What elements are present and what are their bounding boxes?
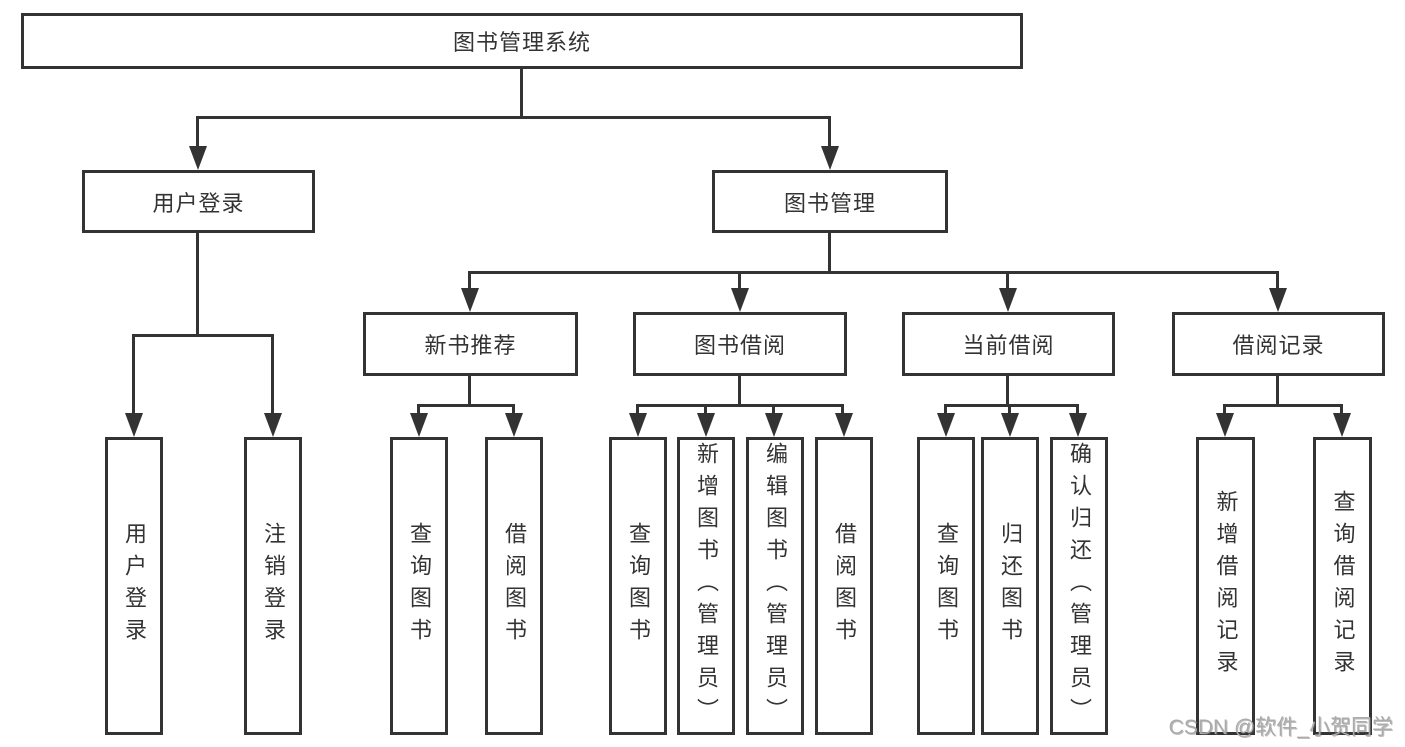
leaf-borrow-edit-books-admin: 编辑图书（管理员） [746, 437, 804, 735]
connector-line [944, 404, 1079, 407]
node-book-borrow: 图书借阅 [633, 312, 847, 376]
leaf-borrow-borrow-books: 借阅图书 [815, 437, 873, 735]
leaf-borrow-add-books-admin: 新增图书（管理员） [677, 437, 735, 735]
node-label: 用户登录 [152, 190, 245, 216]
node-label: 借阅记录 [1232, 333, 1325, 358]
arrow-down-icon [999, 288, 1017, 312]
connector-line [132, 334, 274, 337]
arrow-down-icon [1269, 288, 1287, 312]
arrow-down-icon [505, 413, 523, 437]
leaf-label: 新增图书（管理员） [694, 442, 719, 730]
arrow-down-icon [731, 288, 749, 312]
node-label: 图书借阅 [693, 333, 786, 358]
connector-line [468, 271, 471, 291]
arrow-down-icon [461, 288, 479, 312]
connector-line [196, 116, 831, 119]
leaf-current-query-books: 查询图书 [917, 437, 975, 735]
arrow-down-icon [1069, 413, 1087, 437]
leaf-record-query: 查询借阅记录 [1313, 437, 1372, 735]
arrow-down-icon [1001, 413, 1019, 437]
arrow-down-icon [835, 413, 853, 437]
connector-line [772, 404, 775, 418]
connector-line [417, 404, 420, 418]
node-borrow-record: 借阅记录 [1172, 312, 1385, 376]
leaf-label: 借阅图书 [502, 522, 527, 650]
arrow-down-icon [1216, 413, 1234, 437]
arrow-down-icon [629, 413, 647, 437]
connector-line [520, 69, 523, 116]
connector-line [1223, 404, 1343, 407]
node-label: 图书管理 [783, 190, 876, 216]
leaf-label: 查询图书 [934, 522, 959, 650]
leaf-label: 确认归还（管理员） [1067, 442, 1092, 730]
arrow-down-icon [189, 146, 207, 170]
connector-line [704, 404, 707, 418]
arrow-down-icon [125, 413, 143, 437]
leaf-label: 查询借阅记录 [1330, 490, 1356, 682]
connector-line [271, 334, 274, 416]
node-label: 当前借阅 [962, 333, 1055, 358]
connector-line [1276, 376, 1279, 406]
connector-line [468, 376, 471, 406]
leaf-user-login: 用户登录 [105, 437, 163, 735]
node-label: 新书推荐 [424, 333, 517, 358]
connector-line [1076, 404, 1079, 418]
connector-line [196, 116, 199, 150]
arrow-down-icon [821, 146, 839, 170]
node-label: 图书管理系统 [452, 30, 591, 55]
connector-line [468, 271, 1279, 274]
connector-line [828, 116, 831, 150]
connector-line [1340, 404, 1343, 418]
connector-line [738, 376, 741, 406]
connector-line [196, 233, 199, 336]
leaf-label: 查询图书 [626, 522, 651, 650]
node-current-borrow: 当前借阅 [902, 312, 1115, 376]
connector-line [417, 404, 515, 407]
node-user-login: 用户登录 [82, 170, 315, 233]
leaf-logout: 注销登录 [244, 437, 302, 735]
leaf-recommend-borrow-books: 借阅图书 [485, 437, 543, 735]
arrow-down-icon [765, 413, 783, 437]
arrow-down-icon [410, 413, 428, 437]
arrow-down-icon [697, 413, 715, 437]
connector-line [1223, 404, 1226, 418]
leaf-borrow-query-books: 查询图书 [609, 437, 667, 735]
leaf-label: 借阅图书 [832, 522, 857, 650]
arrow-down-icon [937, 413, 955, 437]
leaf-recommend-query-books: 查询图书 [390, 437, 448, 735]
connector-line [828, 233, 831, 273]
node-new-book-recommend: 新书推荐 [363, 312, 578, 376]
connector-line [738, 271, 741, 291]
arrow-down-icon [1333, 413, 1351, 437]
leaf-label: 用户登录 [122, 522, 147, 650]
arrow-down-icon [264, 413, 282, 437]
connector-line [636, 404, 844, 407]
connector-line [132, 334, 135, 416]
leaf-label: 注销登录 [261, 522, 286, 650]
leaf-current-confirm-return-admin: 确认归还（管理员） [1050, 437, 1108, 735]
csdn-watermark: CSDN @软件_小贺同学 [1168, 716, 1393, 739]
connector-line [1006, 271, 1009, 291]
connector-line [512, 404, 515, 418]
connector-line [1006, 376, 1009, 406]
connector-line [1276, 271, 1279, 291]
leaf-record-add: 新增借阅记录 [1196, 437, 1255, 735]
leaf-label: 归还图书 [998, 522, 1023, 650]
connector-line [841, 404, 844, 418]
connector-line [1008, 404, 1011, 418]
connector-line [636, 404, 639, 418]
leaf-current-return-books: 归还图书 [981, 437, 1039, 735]
leaf-label: 编辑图书（管理员） [763, 442, 788, 730]
node-book-management: 图书管理 [712, 170, 948, 233]
leaf-label: 查询图书 [407, 522, 432, 650]
connector-line [944, 404, 947, 418]
node-root-system: 图书管理系统 [21, 13, 1023, 69]
leaf-label: 新增借阅记录 [1213, 490, 1239, 682]
